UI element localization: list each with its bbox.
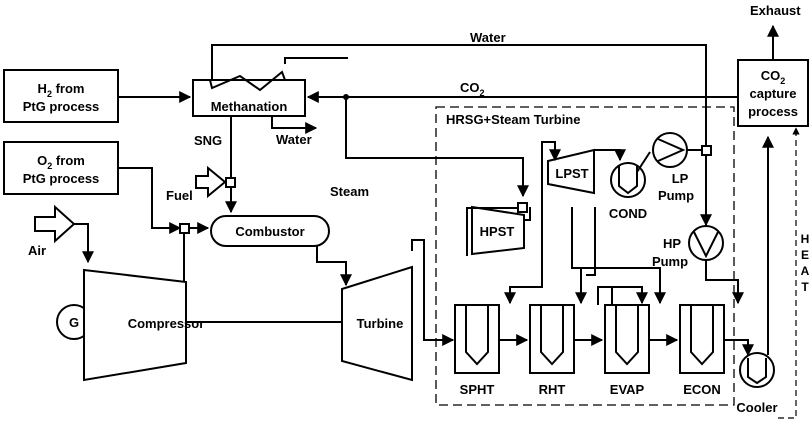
svg-text:RHT: RHT [539,382,566,397]
evap-exchanger: EVAP [604,304,650,397]
lp-mixer [701,145,712,156]
fuel-input-arrow: Fuel [166,165,227,203]
svg-text:COND: COND [609,206,647,221]
co2-capture-box: CO2 capture process [737,59,809,127]
compressor-unit: Compressor [83,268,205,382]
hrsg-boundary [435,106,735,406]
svg-text:Pump: Pump [658,188,694,203]
o2-source-box: O2 from PtG process [3,141,119,195]
svg-text:H: H [801,232,810,246]
svg-text:CO2: CO2 [761,68,786,86]
svg-text:T: T [801,280,809,294]
methanation-label: Methanation [211,99,288,114]
o2-mixer [179,223,190,234]
sng-label: SNG [194,133,222,148]
svg-text:PtG process: PtG process [23,99,100,114]
sng-mixer [225,177,236,188]
svg-text:Cooler: Cooler [736,400,777,415]
hrsg-title: HRSG+Steam Turbine [446,112,580,127]
h2-source-box: H2 from PtG process [3,69,119,123]
svg-text:Compressor: Compressor [128,316,205,331]
econ-exchanger: ECON [679,304,725,397]
water-return-line [211,44,707,145]
svg-text:Air: Air [28,243,46,258]
svg-text:capture: capture [750,86,797,101]
hp-pump: HP Pump [652,225,724,269]
hpst-splitter [517,202,528,213]
svg-text:process: process [748,104,798,119]
svg-text:HP: HP [663,236,681,251]
cooler: Cooler [736,352,778,415]
methanation-unit: Methanation [192,70,306,117]
turbine-unit: Turbine [341,265,413,382]
svg-text:G: G [69,315,79,330]
combustor-unit: Combustor [210,215,330,247]
svg-text:LPST: LPST [555,166,588,181]
svg-text:Fuel: Fuel [166,188,193,203]
svg-text:O2 from: O2 from [37,153,85,171]
svg-text:LP: LP [672,171,689,186]
water-top-label: Water [470,30,506,45]
steam-line [345,97,529,198]
hpst-turbine: HPST [471,205,525,256]
svg-text:EVAP: EVAP [610,382,645,397]
steam-label: Steam [330,184,369,199]
svg-text:Pump: Pump [652,254,688,269]
heat-line [778,127,800,419]
rht-exchanger: RHT [529,304,575,397]
heat-label: H E A T [801,232,810,294]
svg-text:A: A [801,264,810,278]
svg-text:Combustor: Combustor [235,224,304,239]
svg-text:SPHT: SPHT [460,382,495,397]
co2-label: CO2 [460,80,485,98]
exhaust-label: Exhaust [750,3,801,18]
svg-text:HPST: HPST [480,224,515,239]
svg-text:Turbine: Turbine [357,316,404,331]
air-input-arrow: Air [28,204,76,258]
spht-exchanger: SPHT [454,304,500,397]
svg-text:ECON: ECON [683,382,721,397]
svg-text:E: E [801,248,809,262]
svg-text:H2 from: H2 from [38,81,85,99]
water-out-label: Water [276,132,312,147]
lp-pump: LP Pump [652,132,694,203]
svg-text:PtG process: PtG process [23,171,100,186]
condenser: COND [609,162,647,221]
